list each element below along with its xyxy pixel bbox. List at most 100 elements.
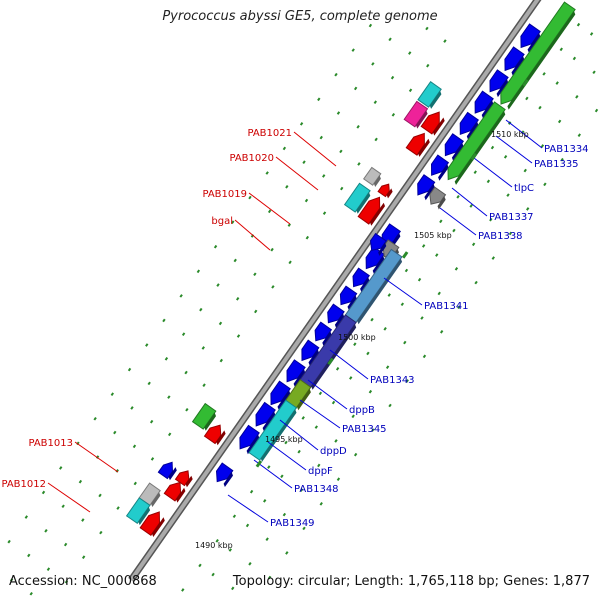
- gene-reverse-blue-shadow: [246, 434, 260, 455]
- gene-reverse-olive-shadow: [297, 388, 311, 411]
- topology-info: Topology: circular; Length: 1,765,118 bp…: [232, 574, 590, 589]
- scale-tick: [265, 171, 269, 175]
- gene-reverse-blue-shadow: [223, 472, 233, 487]
- scale-tick: [305, 235, 310, 240]
- scale-tick: [317, 97, 321, 102]
- scale-tick: [473, 170, 477, 174]
- gene-label: dppB: [349, 405, 375, 416]
- gene-reverse-green-shadow: [454, 111, 506, 185]
- gene-label: dppD: [320, 446, 347, 457]
- label-leader: [451, 187, 488, 217]
- gene-forward-red-shadow: [433, 117, 445, 136]
- scale-tick: [245, 523, 250, 528]
- scale-tick: [366, 351, 370, 356]
- scale-tick: [557, 119, 562, 124]
- scale-tick: [297, 449, 301, 454]
- scale-tick: [127, 367, 132, 372]
- gene-label: PAB1345: [342, 424, 387, 435]
- scale-tick: [263, 499, 267, 503]
- scale-major-tick: [401, 251, 409, 259]
- scale-tick: [421, 244, 426, 248]
- scale-major-tick: [327, 357, 334, 366]
- scale-major-tick: [522, 79, 529, 87]
- scale-tick: [145, 343, 149, 347]
- label-leader: [279, 419, 319, 451]
- scale-tick: [282, 146, 287, 151]
- scale-tick: [304, 198, 309, 203]
- gene-forward-red: [139, 511, 161, 536]
- scale-tick: [130, 406, 134, 410]
- scale-tick: [133, 481, 137, 486]
- gene-reverse-blue: [270, 380, 291, 406]
- scale-tick: [340, 186, 344, 191]
- scale-tick: [280, 474, 284, 479]
- gene-label: bgal: [211, 216, 233, 227]
- gene-reverse-blue-shadow: [322, 331, 332, 347]
- label-leader: [495, 135, 533, 164]
- scale-tick: [575, 95, 579, 99]
- scale-tick: [81, 518, 85, 522]
- scale-tick: [199, 307, 203, 312]
- scale-tick: [181, 588, 185, 592]
- gene-reverse-blue: [286, 359, 306, 383]
- gene-reverse-blue: [352, 267, 370, 288]
- gene-reverse-blue: [459, 111, 479, 136]
- scale-tick: [231, 220, 235, 224]
- scale-tick: [314, 425, 319, 429]
- gene-forward-blue-shadow: [168, 467, 177, 481]
- scale-tick: [284, 440, 288, 445]
- accession-line: Accession: NC_000868: [9, 574, 157, 589]
- gene-reverse-blue-shadow: [378, 242, 387, 256]
- scale-tick: [93, 416, 97, 421]
- gene-forward-gray-shadow: [151, 492, 161, 507]
- gene-reverse-blue: [215, 462, 234, 483]
- gene-reverse-blue: [474, 90, 494, 114]
- scale-tick: [236, 334, 241, 338]
- scale-tick: [98, 493, 102, 498]
- scale-tick: [201, 346, 205, 350]
- gene-reverse-green: [447, 101, 506, 181]
- scale-tick: [248, 195, 252, 200]
- scale-tick: [231, 586, 235, 591]
- scale-tick: [426, 63, 430, 68]
- scale-tick: [351, 414, 355, 419]
- gene-reverse-gray: [429, 186, 447, 205]
- gene-reverse-blue: [327, 303, 345, 324]
- scale-tick: [213, 244, 218, 249]
- gene-label: PAB1337: [489, 212, 534, 223]
- gene-reverse-blue-shadow: [334, 313, 345, 329]
- label-leaders: [47, 119, 543, 523]
- scale-tick: [27, 553, 31, 558]
- map-title: Pyrococcus abyssi GE5, complete genome: [162, 9, 438, 24]
- scale-tick: [81, 555, 86, 560]
- scale-label: 1510 kbp: [491, 130, 529, 139]
- scale-tick: [232, 514, 237, 519]
- scale-tick: [301, 416, 305, 420]
- scale-tick: [353, 452, 358, 457]
- gene-label: dppF: [308, 466, 333, 477]
- label-leader: [253, 459, 293, 489]
- scale-tick: [29, 591, 33, 596]
- scale-tick: [9, 578, 14, 582]
- scale-tick: [299, 488, 304, 492]
- scale-label: 1505 kbp: [414, 231, 452, 240]
- scale-tick: [168, 432, 172, 437]
- scale-tick: [249, 489, 254, 494]
- scale-tick: [335, 366, 340, 371]
- gene-forward-cyan-shadow: [356, 192, 371, 214]
- gene-reverse-blue: [314, 321, 333, 342]
- gene-features: [125, 1, 576, 537]
- scale-tick: [265, 537, 269, 541]
- label-leader: [74, 441, 119, 473]
- label-leader: [234, 219, 271, 251]
- scale-tick: [59, 466, 63, 470]
- gene-reverse-blue-shadow: [424, 183, 435, 201]
- scale-tick: [385, 365, 390, 369]
- scale-tick: [388, 37, 392, 42]
- gene-reverse-blue-shadow: [496, 79, 509, 98]
- scale-tick: [491, 256, 495, 260]
- gene-reverse-blue: [339, 285, 358, 306]
- gene-reverse-blue-shadow: [308, 349, 319, 366]
- scale-major-tick: [470, 152, 478, 161]
